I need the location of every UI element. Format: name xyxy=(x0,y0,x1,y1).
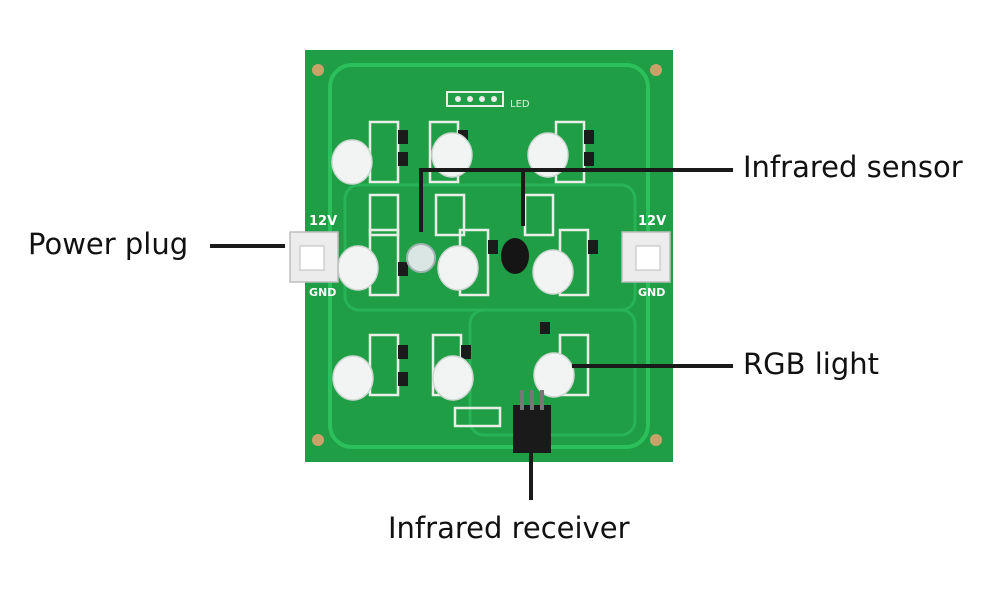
ir-sensor-body xyxy=(501,238,529,274)
ir-receiver-leads xyxy=(530,390,534,410)
led-header-pin xyxy=(467,96,473,102)
led-header-pin xyxy=(479,96,485,102)
led-header-label: LED xyxy=(510,99,530,110)
mounting-hole-bl xyxy=(312,434,324,446)
voltage-label-right: 12V xyxy=(638,214,666,229)
power-plug-right xyxy=(621,231,671,283)
rgb-led xyxy=(332,355,374,401)
led-header-pin xyxy=(455,96,461,102)
ir-receiver-leads xyxy=(520,390,524,410)
ir-emitter xyxy=(406,243,436,273)
mounting-hole-tr xyxy=(650,64,662,76)
rgb-led xyxy=(437,245,479,291)
rgb-led xyxy=(432,355,474,401)
rgb-led xyxy=(431,132,473,178)
callout-rgb-light: RGB light xyxy=(743,347,880,381)
gnd-label-right: GND xyxy=(638,286,665,299)
led-header xyxy=(446,91,504,107)
power-plug-left xyxy=(289,231,339,283)
rgb-led xyxy=(533,352,575,398)
rgb-led xyxy=(337,245,379,291)
rgb-led xyxy=(527,132,569,178)
led-header-pin xyxy=(491,96,497,102)
leader-lines xyxy=(210,168,733,500)
rgb-led xyxy=(331,139,373,185)
rgb-led xyxy=(532,249,574,295)
voltage-label-left: 12V xyxy=(309,214,337,229)
leader-line-infrared-sensor xyxy=(419,168,733,232)
mounting-hole-tl xyxy=(312,64,324,76)
rgb-led-array xyxy=(331,132,575,401)
mounting-hole-br xyxy=(650,434,662,446)
callout-power-plug: Power plug xyxy=(28,227,189,261)
callout-infrared-receiver: Infrared receiver xyxy=(388,511,630,545)
ir-receiver-leads xyxy=(540,390,544,410)
ir-receiver-body xyxy=(513,405,551,453)
callout-infrared-sensor: Infrared sensor xyxy=(743,150,963,184)
gnd-label-left: GND xyxy=(309,286,336,299)
